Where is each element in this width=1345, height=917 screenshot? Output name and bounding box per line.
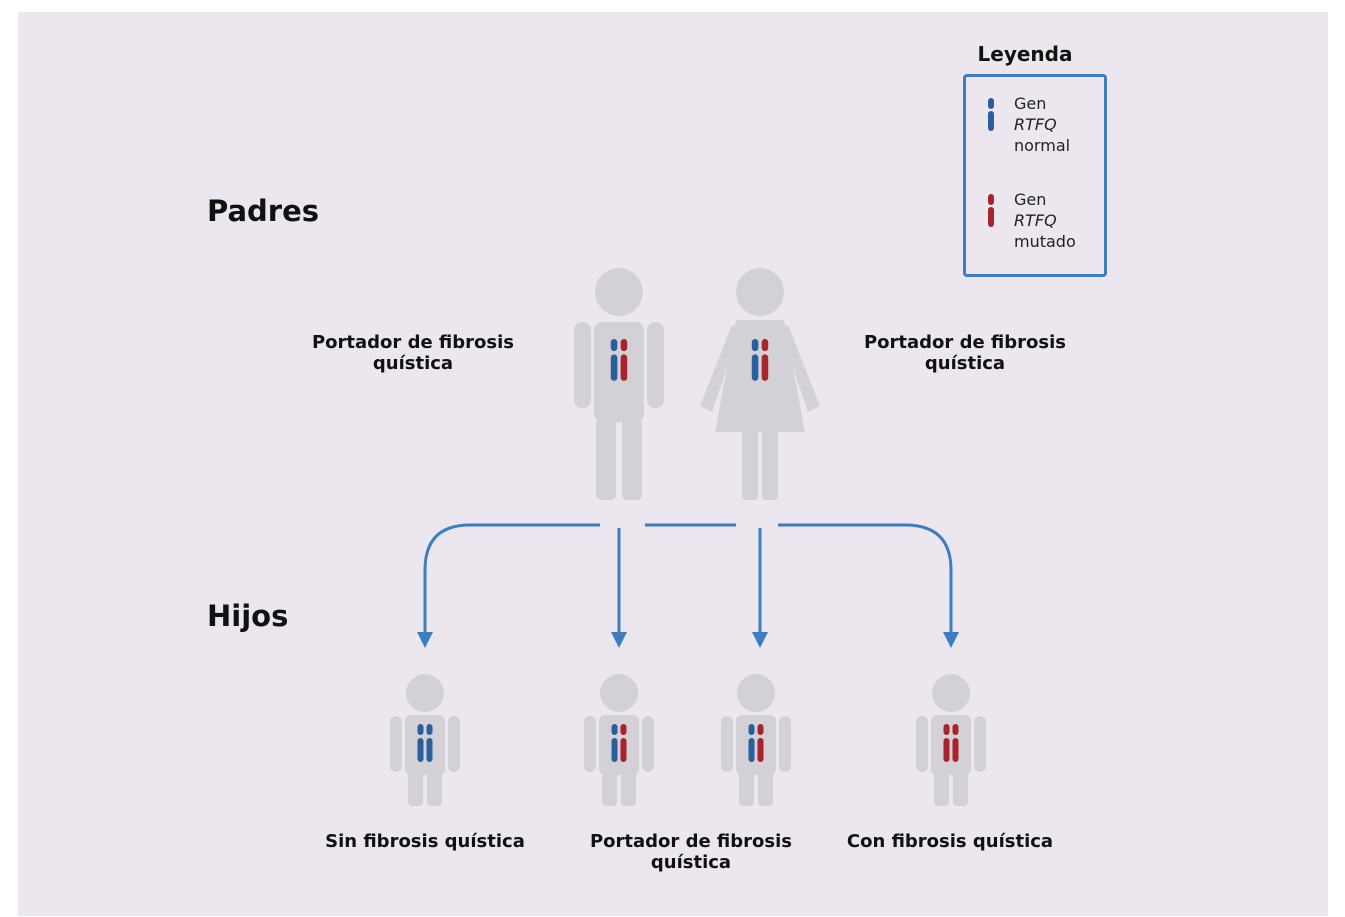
father-label: Portador de fibrosis quística — [288, 332, 538, 374]
child-label-cf: Con fibrosis quística — [825, 831, 1075, 852]
chromosome-normal — [610, 354, 618, 381]
legend-mutated-line1: Gen — [1014, 190, 1047, 209]
mother-label-line1: Portador de fibrosis — [863, 332, 1066, 353]
chromosome-normal — [748, 738, 755, 762]
chromosome-normal — [426, 738, 433, 762]
chromosome-mutated — [761, 354, 769, 381]
chromosome-mutated — [620, 738, 627, 762]
child-figure-1 — [390, 674, 460, 806]
chromosome-normal — [611, 724, 618, 735]
child-label-cf-line1: Con fibrosis quística — [846, 831, 1054, 852]
child-label-no-cf-line1: Sin fibrosis quística — [325, 831, 525, 852]
child-label-carrier-line2: quística — [650, 852, 732, 873]
legend-box: Gen RTFQ normal Gen RTFQ mutado — [963, 74, 1107, 277]
children-heading: Hijos — [207, 599, 289, 633]
chromosome-normal — [748, 724, 755, 735]
child-4-chromosomes — [943, 724, 959, 762]
child-3-chromosomes — [748, 724, 764, 762]
chromosome-layer — [417, 339, 959, 762]
child-figure-2 — [584, 674, 654, 806]
diagram-panel — [18, 12, 1328, 916]
mutated-chromosome-icon — [988, 194, 994, 227]
chromosome-mutated — [943, 738, 950, 762]
chromosome-mutated — [620, 724, 627, 735]
chromosome-normal — [751, 339, 759, 352]
arrow-to-child-4 — [778, 523, 959, 648]
chromosome-mutated — [943, 724, 950, 735]
child-figure-3 — [721, 674, 791, 806]
chromosome-normal — [426, 724, 433, 735]
child-1-chromosomes — [417, 724, 433, 762]
chromosome-mutated — [620, 354, 628, 381]
chromosome-mutated — [761, 339, 769, 352]
legend-mutated-line3: mutado — [1014, 232, 1076, 251]
mother-label: Portador de fibrosis quística — [840, 332, 1090, 374]
normal-chromosome-icon — [988, 98, 994, 131]
child-label-no-cf: Sin fibrosis quística — [300, 831, 550, 852]
father-figure — [574, 268, 664, 500]
inheritance-arrows — [417, 523, 959, 648]
parent-2-chromosomes — [751, 339, 769, 381]
chromosome-mutated — [757, 738, 764, 762]
chromosome-normal — [417, 738, 424, 762]
chromosome-mutated — [952, 724, 959, 735]
chromosome-normal — [610, 339, 618, 352]
legend-mutated-line2: RTFQ — [1014, 211, 1057, 230]
legend-normal-line3: normal — [1014, 136, 1071, 155]
father-label-line2: quística — [372, 353, 454, 374]
chromosome-mutated — [952, 738, 959, 762]
child-label-carrier: Portador de fibrosis quística — [566, 831, 816, 873]
father-label-line1: Portador de fibrosis — [311, 332, 514, 353]
chromosome-normal — [611, 738, 618, 762]
mother-label-line2: quística — [924, 353, 1006, 374]
child-label-carrier-line1: Portador de fibrosis — [589, 831, 792, 852]
arrow-to-child-1 — [417, 523, 600, 648]
child-2-chromosomes — [611, 724, 627, 762]
child-figure-4 — [916, 674, 986, 806]
chromosome-mutated — [620, 339, 628, 352]
mother-figure — [700, 268, 820, 500]
legend-normal-line1: Gen — [1014, 94, 1047, 113]
chromosome-normal — [751, 354, 759, 381]
parent-1-chromosomes — [610, 339, 628, 381]
parents-heading: Padres — [207, 194, 320, 228]
chromosome-mutated — [757, 724, 764, 735]
legend-title: Leyenda — [977, 42, 1073, 66]
legend-normal-line2: RTFQ — [1014, 115, 1057, 134]
chromosome-normal — [417, 724, 424, 735]
